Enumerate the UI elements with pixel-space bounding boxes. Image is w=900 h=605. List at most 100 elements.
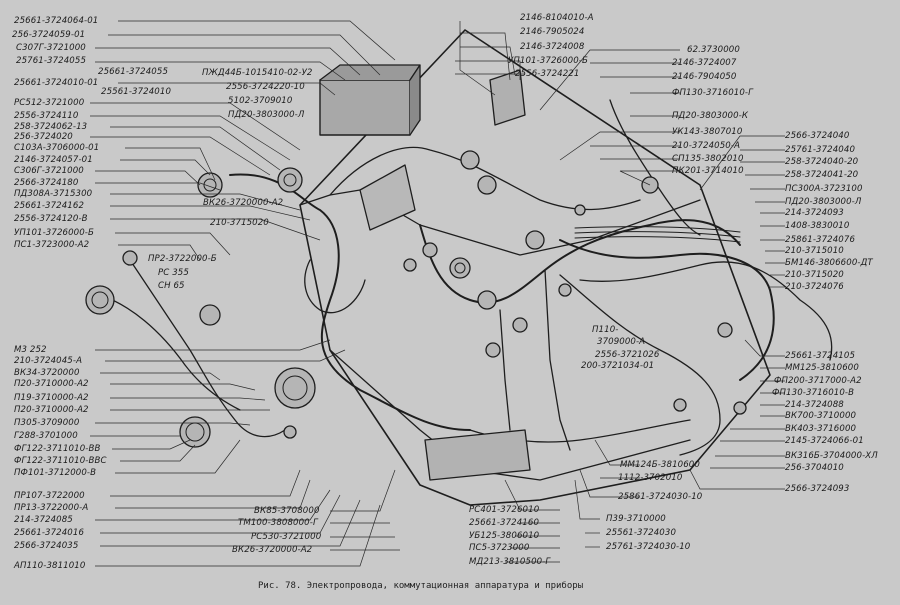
label-bottom-1: 25661-3724160 xyxy=(469,518,540,528)
label-pr-1: РС 355 xyxy=(158,268,189,278)
label-top-center-3: УП101-3726000-Б xyxy=(508,56,588,66)
label-bottom-0: РС401-3726010 xyxy=(469,505,540,515)
label-right-11: 210-3715020 xyxy=(785,270,844,280)
label-left-13: ПД308А-3715300 xyxy=(14,189,93,199)
label-left-14: 25661-3724162 xyxy=(14,201,85,211)
label-right-bottom-10: 2566-3724093 xyxy=(785,484,850,494)
label-right-bottom-0: 25661-3724105 xyxy=(785,351,856,361)
label-left-mid-10: ПФ101-3712000-В xyxy=(14,468,97,478)
plug-left xyxy=(283,425,297,439)
harness-rear xyxy=(579,261,833,361)
label-left-11: С306Г-3721000 xyxy=(14,166,84,176)
label-left-2: С307Г-3721000 xyxy=(16,43,86,53)
headlight-left xyxy=(85,285,115,315)
label-right-top-7: СП135-3802010 xyxy=(672,154,744,164)
battery-block xyxy=(319,79,411,136)
label-left-bottom-5: АП110-3811010 xyxy=(14,561,86,571)
label-left-15: 2556-3724120-В xyxy=(14,214,88,224)
label-left-5: РС512-3721000 xyxy=(14,98,85,108)
label-top-center-0: 2146-8104010-А xyxy=(520,13,594,23)
label-left-4: 25661-3724010-01 xyxy=(14,78,99,88)
label-left-mid-9: ФГ122-3711010-ВВС xyxy=(14,456,107,466)
label-bottom-9: ТМ100-3808000-Г xyxy=(238,518,318,528)
label-right-bottom-5: ВК700-3710000 xyxy=(785,411,857,421)
clip xyxy=(574,204,586,216)
label-left-9: С103А-3706000-01 xyxy=(14,143,100,153)
label-left-mid-7: Г288-3701000 xyxy=(14,431,78,441)
label-bottom-7: 25761-3724030-10 xyxy=(606,542,691,552)
motor-left-2 xyxy=(277,167,303,193)
label-left-0: 25661-3724064-01 xyxy=(14,16,99,26)
label-right-bottom-2: ФП200-3717000-А2 xyxy=(774,376,862,386)
label-top-inner-3: 2556-3724220-10 xyxy=(226,82,305,92)
relay-round-3 xyxy=(403,258,417,272)
label-left-6: 2556-3724110 xyxy=(14,111,79,121)
relay-block xyxy=(489,69,526,126)
harness-top xyxy=(329,146,641,211)
label-pr-0: ПР2-3722000-Б xyxy=(148,254,217,264)
label-right-12: 210-3724076 xyxy=(785,282,844,292)
plug-left-2 xyxy=(122,250,138,266)
label-top-inner-2: ПЖД44Б-1015410-02-У2 xyxy=(202,68,313,78)
label-bottom-11: ВК26-3720000-А2 xyxy=(232,545,313,555)
label-right-bottom-7: 2145-3724066-01 xyxy=(785,436,864,446)
label-top-inner-7: 210-3715020 xyxy=(210,218,269,228)
label-right-1: 25761-3724040 xyxy=(785,145,856,155)
label-left-mid-6: П305-3709000 xyxy=(14,418,80,428)
label-bottom-5: П39-3710000 xyxy=(606,514,666,524)
label-right-top-1: 2146-3724007 xyxy=(672,58,737,68)
label-left-16: УП101-3726000-Б xyxy=(14,228,94,238)
label-top-center-1: 2146-7905024 xyxy=(520,27,585,37)
label-left-7: 258-3724062-13 xyxy=(14,122,88,132)
label-left-12: 2566-3724180 xyxy=(14,178,79,188)
label-bottom-10: РС530-3721000 xyxy=(251,532,322,542)
harness-loop xyxy=(304,259,366,314)
cab-frame-outline xyxy=(299,29,771,506)
harness-left-arm xyxy=(129,259,286,438)
lamp-right-4 xyxy=(673,398,687,412)
label-center-6: 25861-3724030-10 xyxy=(618,492,703,502)
gauge-4 xyxy=(485,342,501,358)
label-right-5: ПД20-3803000-Л xyxy=(785,197,862,207)
switch-round xyxy=(460,150,480,170)
harness-right xyxy=(559,239,775,381)
label-right-9: 210-3715010 xyxy=(785,246,844,256)
label-right-top-0: 62.3730000 xyxy=(687,45,740,55)
label-bottom-8: ВК85-3708000 xyxy=(254,506,320,516)
label-right-top-3: ФП130-3716010-Г xyxy=(672,88,754,98)
label-right-bottom-1: ММ125-3810600 xyxy=(785,363,859,373)
label-right-6: 214-3724093 xyxy=(785,208,844,218)
label-center-5: 1112-3702010 xyxy=(618,473,683,483)
label-right-bottom-6: ВК403-3716000 xyxy=(785,424,857,434)
relay-round xyxy=(558,283,572,297)
label-left-bottom-3: 25661-3724016 xyxy=(14,528,85,538)
label-right-7: 1408-3830010 xyxy=(785,221,850,231)
gauge-2 xyxy=(477,290,497,310)
label-bottom-4: МД213-3810500-Г xyxy=(469,557,551,567)
label-left-1: 256-3724059-01 xyxy=(12,30,86,40)
relay-round-2 xyxy=(422,242,438,258)
motor-left xyxy=(197,172,223,198)
label-center-4: ММ124Б-3810600 xyxy=(620,460,700,470)
label-top-center-2: 2146-3724008 xyxy=(520,42,585,52)
label-pr-2: СН 65 xyxy=(158,281,185,291)
label-right-bottom-4: 214-3724088 xyxy=(785,400,844,410)
label-right-top-8: ПК201-3714010 xyxy=(672,166,744,176)
headlight-lower xyxy=(179,416,211,448)
label-left-mid-0: М3 252 xyxy=(14,345,47,355)
label-left-mid-8: ФГ122-3711010-ВВ xyxy=(14,444,101,454)
generator xyxy=(274,367,316,409)
label-left-mid-5: П20-3710000-А2 xyxy=(14,405,89,415)
label-bottom-6: 25561-3724030 xyxy=(606,528,677,538)
label-right-top-2: 2146-7904050 xyxy=(672,72,737,82)
lamp-right-3 xyxy=(733,401,747,415)
label-top-inner-6: ВК26-3720000-А2 xyxy=(203,198,284,208)
label-right-bottom-8: ВК316Б-3704000-ХЛ xyxy=(785,451,878,461)
label-right-top-6: 210-3724050-А xyxy=(672,141,741,151)
control-panel xyxy=(424,429,531,481)
gauge-3 xyxy=(512,317,528,333)
label-right-bottom-3: ФП130-3716010-В xyxy=(772,388,855,398)
gauge-1 xyxy=(449,257,471,279)
